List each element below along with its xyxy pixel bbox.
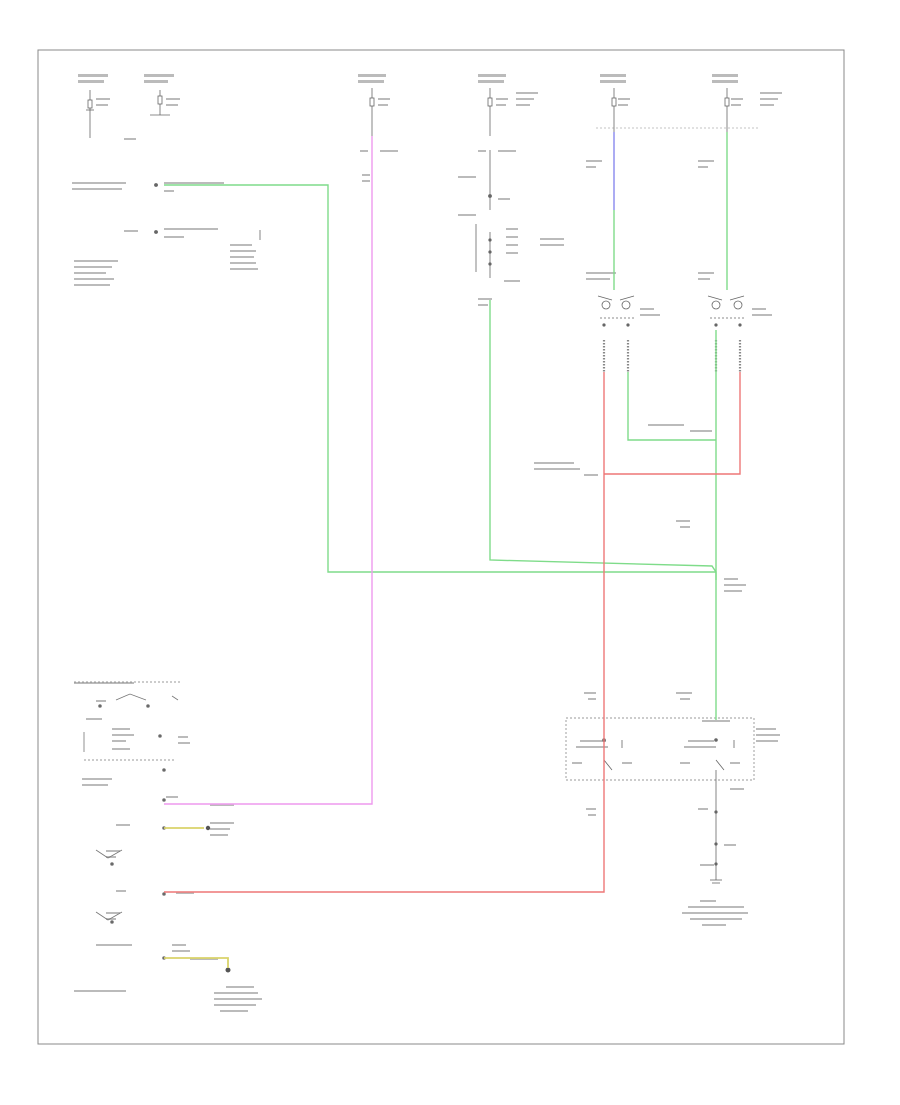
wire-green-hazard — [489, 300, 717, 573]
headlamp-switch-symbols — [74, 681, 180, 772]
hazard-flasher-relay — [475, 150, 492, 278]
wire-yellow-lower — [164, 957, 229, 968]
wire-red-main — [164, 372, 605, 893]
left-lamp-connector-pins — [602, 340, 630, 372]
wire-green-ground-loop — [627, 372, 716, 441]
splice-point — [205, 825, 211, 831]
dimmer-switch-symbols — [95, 798, 166, 960]
fuse-group-4 — [487, 88, 493, 136]
fuse-group-6 — [724, 88, 730, 132]
right-lamp-connector-pins — [714, 340, 742, 372]
diagram-border — [37, 49, 845, 1045]
relay-switches — [602, 738, 735, 784]
wire-red-crossover — [604, 372, 741, 475]
multifunction-switch-contacts — [154, 183, 261, 240]
fuse-group-3 — [369, 88, 375, 136]
wire-pink-feed — [164, 136, 373, 805]
fuse-group-2 — [150, 90, 170, 116]
right-front-turn-lamp — [707, 295, 746, 327]
fuse-group-5 — [611, 88, 617, 132]
rear-ground-wire — [710, 784, 722, 884]
fuse-group-1 — [86, 90, 94, 138]
left-front-turn-lamp — [597, 295, 635, 327]
label-marks — [72, 74, 782, 1012]
rear-lamp-relay-module — [565, 717, 755, 781]
ground-point — [225, 967, 231, 973]
